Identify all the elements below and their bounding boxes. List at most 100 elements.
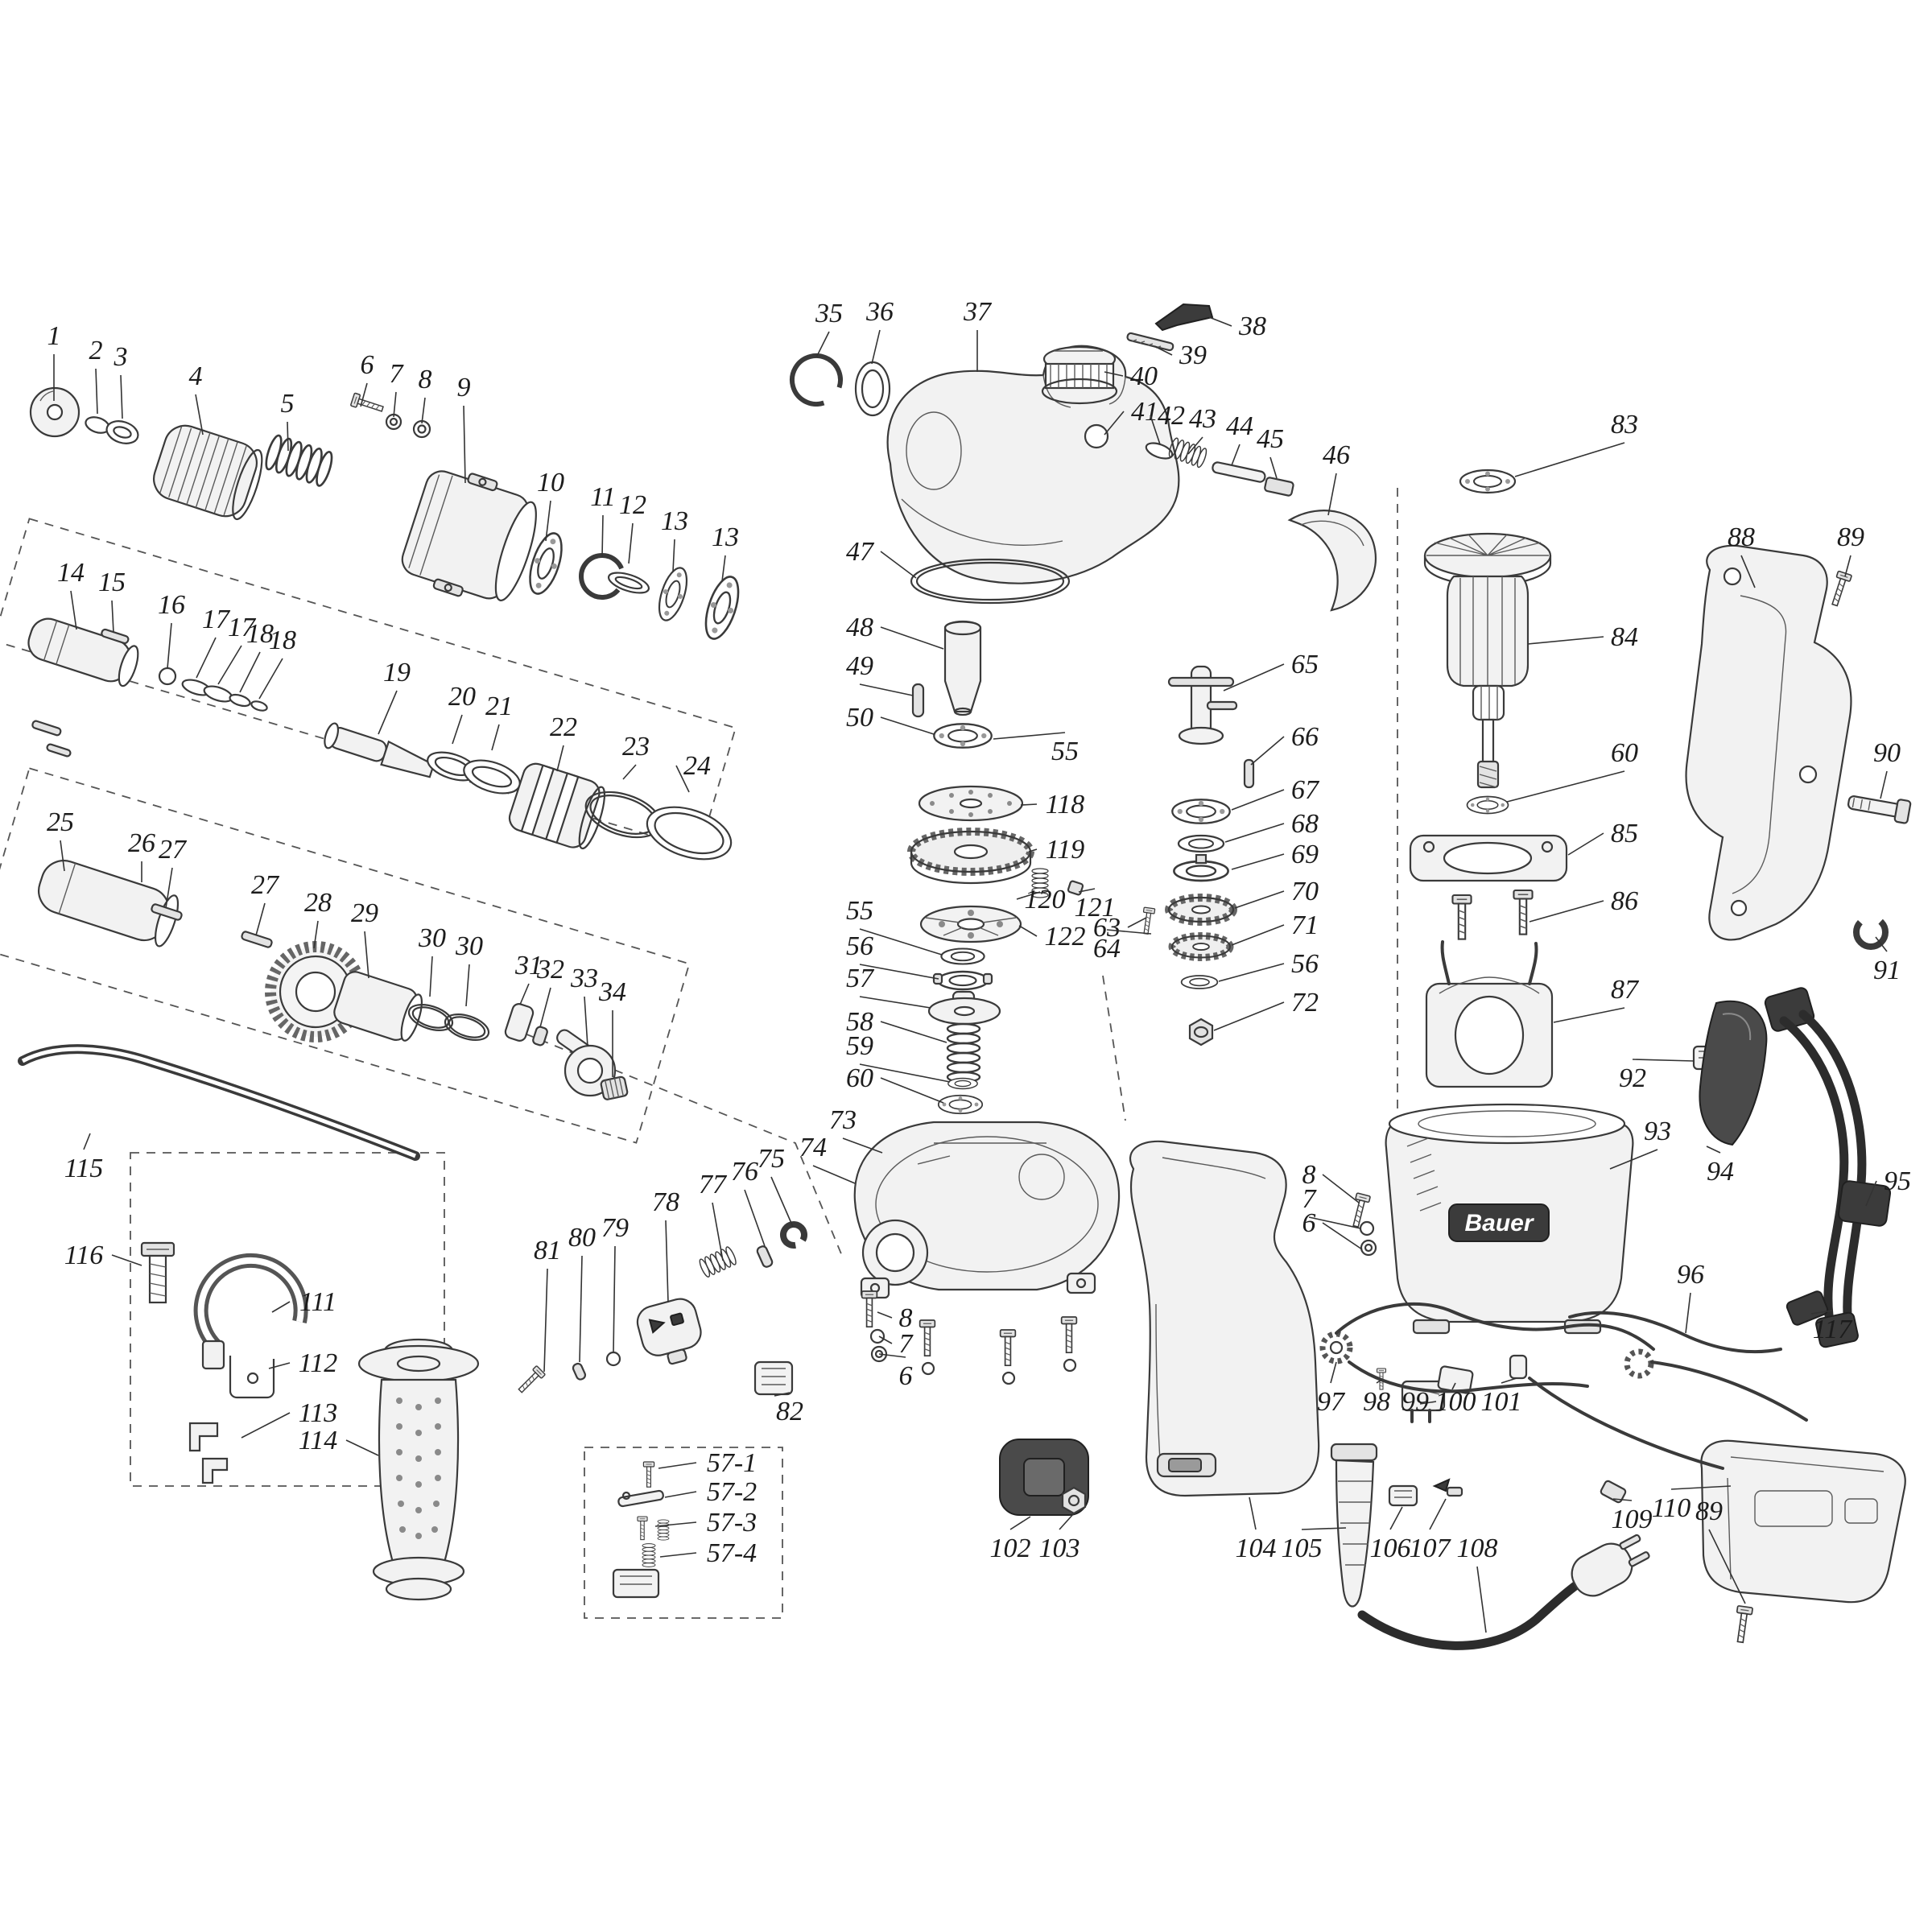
svg-text:20: 20 [448,682,476,712]
part-57-4-spring-block [612,1543,660,1599]
part-label-71: 71 [1231,910,1319,946]
part-70-gear [1169,898,1233,922]
part-label-7: 7 [878,1329,914,1359]
part-label-105: 105 [1282,1527,1347,1563]
part-41-seat [1084,423,1109,449]
part-79-ball [605,1351,621,1367]
part-label-47: 47 [846,537,917,579]
part-45-bolt [1264,477,1294,497]
part-label-6: 6 [1302,1208,1363,1250]
part-37-gear-housing [886,345,1180,584]
part-86-screw-b [1513,889,1534,935]
part-103-bolt [1061,1486,1087,1515]
part-label-22: 22 [550,712,577,772]
part-15-pin [101,628,130,645]
part-label-117: 117 [1810,1310,1853,1344]
svg-text:68: 68 [1291,809,1319,839]
svg-text:21: 21 [485,691,513,721]
part-label-77: 77 [699,1170,728,1261]
part-label-40: 40 [1104,361,1158,391]
part-108-power-cord [1357,1534,1650,1650]
part-11-circlip [579,553,625,600]
part-label-64: 64 [1093,929,1152,964]
svg-text:7: 7 [390,359,405,389]
svg-text:97: 97 [1317,1387,1346,1417]
svg-text:84: 84 [1611,622,1638,652]
svg-text:79: 79 [601,1213,629,1243]
svg-text:49: 49 [846,651,873,681]
part-label-80: 80 [568,1223,596,1363]
part-label-56: 56 [1218,949,1319,982]
part-label-78: 78 [652,1187,679,1303]
part-18-ring-a [229,693,251,708]
part-label-68: 68 [1224,809,1319,843]
part-label-18: 18 [239,619,274,693]
svg-text:55: 55 [846,896,873,926]
svg-text:7: 7 [1302,1184,1318,1214]
svg-text:57: 57 [846,964,875,993]
part-label-28: 28 [304,888,332,949]
part-16-ball [158,667,177,686]
part-label-43: 43 [1187,404,1216,455]
svg-text:92: 92 [1619,1063,1646,1093]
part-14-pins [31,720,72,758]
svg-text:39: 39 [1179,341,1207,370]
part-label-72: 72 [1213,988,1319,1031]
svg-text:78: 78 [652,1187,679,1217]
svg-text:113: 113 [299,1398,337,1428]
part-label-112: 112 [268,1348,337,1378]
svg-text:38: 38 [1238,312,1266,341]
part-label-103: 103 [1039,1513,1080,1563]
part-label-89: 89 [1695,1496,1746,1604]
part-114-grip [357,1338,480,1601]
part-56-plate-a [932,970,993,991]
part-49-pin [911,683,925,718]
part-label-13: 13 [661,506,688,572]
part-30-ring-b [444,1013,490,1041]
svg-text:30: 30 [418,923,446,953]
svg-text:58: 58 [846,1007,873,1037]
part-label-2: 2 [89,336,103,415]
svg-text:7: 7 [899,1329,914,1359]
svg-text:60: 60 [846,1063,873,1093]
part-76-pin [756,1245,774,1268]
part-116-screw [140,1241,175,1304]
svg-text:17: 17 [202,605,231,634]
part-95-cable-assembly [1764,987,1892,1348]
part-115-handle-rod [18,1044,420,1161]
part-106-connector [1388,1484,1418,1507]
part-68-washer [1177,834,1225,853]
part-12-washer [607,572,650,594]
part-22-sleeve [508,762,606,850]
part-label-121: 121 [1075,888,1116,923]
part-label-92: 92 [1619,1059,1695,1093]
part-label-74: 74 [799,1133,856,1184]
part-60-bearing-b [1466,795,1509,815]
part-104-handle [1129,1140,1320,1497]
svg-text:57-1: 57-1 [707,1448,757,1478]
svg-text:119: 119 [1046,835,1084,865]
part-13-bearing-a [653,564,693,625]
svg-text:26: 26 [128,828,155,858]
part-label-14: 14 [57,558,85,630]
part-label-24: 24 [675,751,711,793]
part-label-12: 12 [619,490,646,564]
svg-text:18: 18 [269,625,296,655]
part-label-57-1: 57-1 [658,1448,757,1478]
svg-text:19: 19 [383,658,411,687]
svg-text:112: 112 [299,1348,337,1378]
svg-text:102: 102 [990,1534,1031,1563]
part-110-bottom-cover [1700,1439,1906,1604]
svg-text:121: 121 [1075,893,1116,923]
part-84-armature [1423,532,1552,789]
svg-text:74: 74 [799,1133,827,1162]
part-6-screw [349,392,386,416]
part-6-7-8-mount-screws [861,1290,1078,1385]
part-87-stator [1425,940,1554,1088]
part-60-bearing-a [937,1094,984,1115]
part-56-washer-b [1180,975,1219,989]
part-label-6: 6 [878,1353,913,1391]
svg-text:14: 14 [57,558,85,588]
part-117-clip [1785,1290,1829,1326]
